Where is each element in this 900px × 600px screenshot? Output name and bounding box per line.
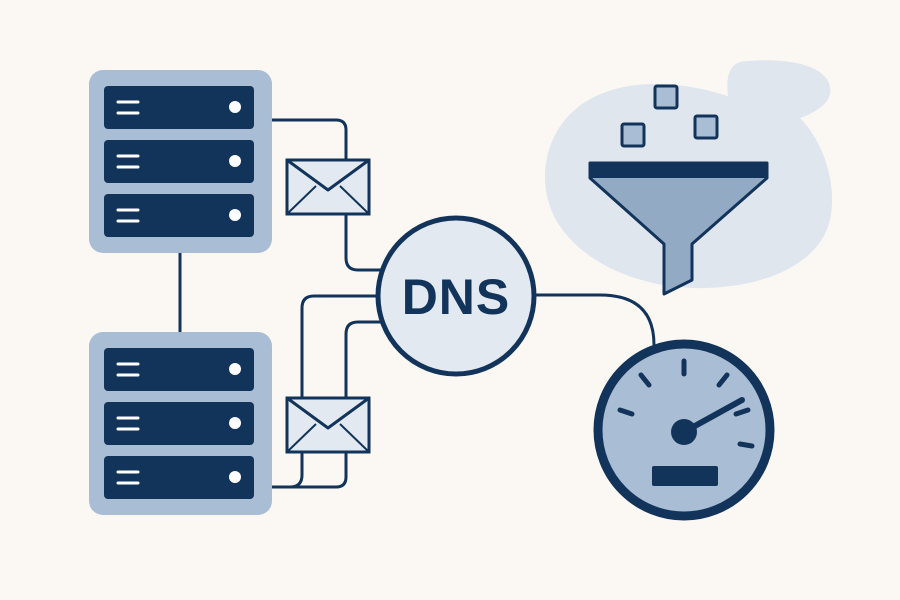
speedometer-icon — [593, 339, 775, 521]
dns-hub-circle — [375, 215, 537, 377]
dns-hub: DNS — [375, 215, 537, 377]
server-unit — [104, 402, 254, 445]
funnel-particle — [653, 84, 679, 110]
server-unit — [104, 86, 254, 129]
server-rack-top — [89, 70, 272, 253]
server-unit — [104, 348, 254, 391]
server-led — [229, 209, 241, 221]
speedometer-readout — [652, 466, 718, 486]
server-unit — [104, 194, 254, 237]
server-led — [229, 471, 241, 483]
envelope-icon — [285, 396, 371, 454]
funnel-particle — [693, 114, 719, 140]
server-led — [229, 101, 241, 113]
dns-to-speed-connector — [534, 293, 656, 346]
server-unit — [104, 456, 254, 499]
server-led — [229, 155, 241, 167]
bottom-server-connector-outer — [272, 294, 380, 489]
speedometer-hub — [671, 419, 697, 445]
funnel-rim — [590, 163, 767, 178]
envelope-icon — [285, 158, 371, 216]
dns-hub-label: DNS — [402, 269, 511, 325]
server-led — [229, 417, 241, 429]
server-led — [229, 363, 241, 375]
funnel-icon — [588, 84, 769, 296]
speedometer-ticks — [617, 358, 755, 449]
server-unit — [104, 140, 254, 183]
server-rack-bottom — [89, 332, 272, 515]
funnel-particle — [620, 122, 646, 148]
